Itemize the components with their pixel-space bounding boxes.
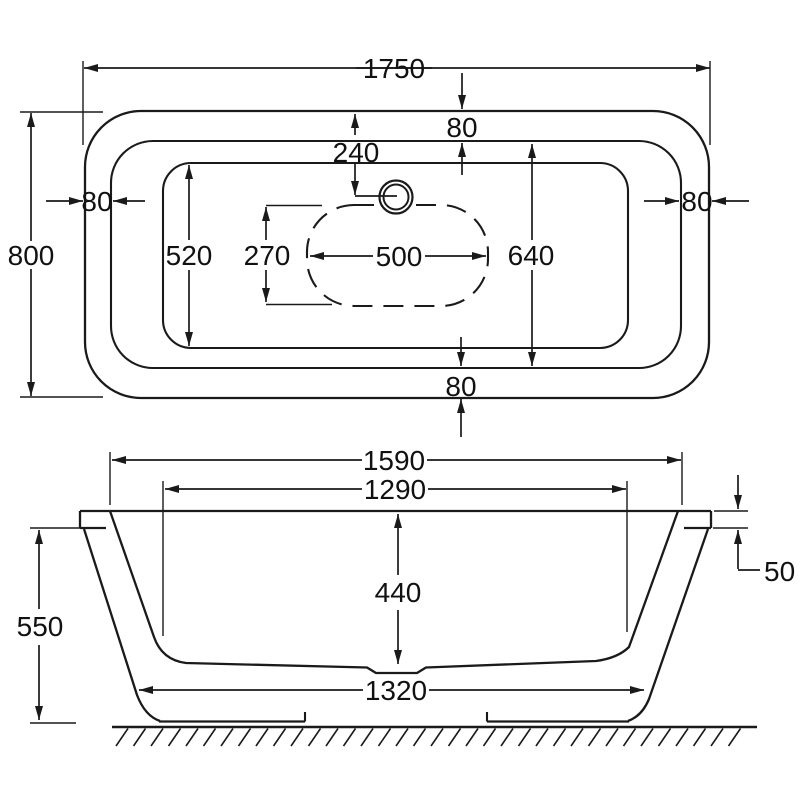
hatch-line (237, 728, 252, 747)
dim-rim-bottom: 80 (445, 337, 477, 437)
hatch-line (570, 728, 584, 747)
hatch-line (710, 728, 724, 747)
dim-label-520: 520 (166, 240, 213, 271)
dim-recess-width: 270 (244, 204, 332, 306)
dim-internal-depth: 440 (375, 514, 422, 664)
dim-rim-right: 80 (644, 186, 749, 217)
hatch-line (290, 728, 304, 747)
dim-rim-top: 80 (446, 73, 478, 175)
dim-rim-drop: 50 (713, 475, 795, 587)
hatch-line (640, 728, 654, 747)
dim-body-height: 550 (17, 527, 106, 724)
dim-label-1320: 1320 (365, 675, 427, 706)
dim-label-550: 550 (17, 611, 64, 642)
side-elevation-view: 1590 1290 440 550 (17, 445, 795, 747)
hatch-line (150, 728, 164, 747)
hatch-line (272, 728, 287, 747)
hatch-line (115, 728, 129, 747)
dim-label-1750: 1750 (363, 53, 425, 84)
dim-base-length: 1320 (139, 675, 644, 706)
hatch-line (727, 728, 742, 747)
hatch-line (220, 728, 234, 747)
hatch-line (675, 728, 689, 747)
dim-label-800: 800 (8, 240, 55, 271)
dim-label-50: 50 (764, 556, 795, 587)
skirt-left (82, 528, 161, 723)
dim-inner-rim-width: 640 (508, 144, 555, 366)
hatch-line (587, 728, 602, 747)
dim-label-270: 270 (244, 240, 291, 271)
dim-label-640: 640 (508, 240, 555, 271)
tub-outer-edge (83, 109, 711, 400)
dim-label-240: 240 (333, 137, 380, 168)
dim-label-1590: 1590 (363, 445, 425, 476)
hatch-line (465, 728, 479, 747)
dim-label-500: 500 (376, 241, 423, 272)
hatch-line (605, 728, 619, 747)
dim-label-80-bottom: 80 (445, 371, 476, 402)
hatch-line (307, 728, 322, 747)
basin-opening-edge (161, 161, 630, 350)
hatch-line (377, 728, 392, 747)
dim-label-440: 440 (375, 577, 422, 608)
plan-view: 1750 800 80 240 80 (8, 53, 749, 437)
dim-opening-length: 1290 (162, 474, 628, 636)
hatch-line (517, 728, 532, 747)
skirt-right (627, 528, 710, 723)
dim-label-80-left: 80 (81, 186, 112, 217)
hatch-line (342, 728, 357, 747)
ground-hatching (115, 728, 742, 747)
hatch-line (552, 728, 567, 747)
dim-waste-offset: 240 (333, 114, 397, 197)
dim-overall-length: 1750 (82, 53, 711, 145)
hatch-line (395, 728, 409, 747)
hatch-line (447, 728, 462, 747)
dim-rim-left: 80 (46, 186, 145, 217)
hatch-line (430, 728, 444, 747)
hatch-line (535, 728, 549, 747)
hatch-line (185, 728, 199, 747)
hatch-line (360, 728, 374, 747)
hatch-line (167, 728, 182, 747)
dim-label-1290: 1290 (364, 474, 426, 505)
hatch-line (500, 728, 514, 747)
hatch-line (622, 728, 637, 747)
basin-inner-profile (108, 510, 680, 675)
dim-label-80-right: 80 (681, 186, 712, 217)
hatch-line (412, 728, 427, 747)
tub-rim-inner-edge (109, 139, 683, 370)
dim-label-80-top: 80 (446, 112, 477, 143)
dim-overall-width: 800 (8, 111, 103, 398)
dim-inner-opening-width: 520 (166, 165, 213, 346)
waste-hole-inner (382, 183, 410, 211)
dim-rim-inner-length: 1590 (109, 445, 683, 505)
hatch-line (202, 728, 217, 747)
hatch-line (132, 728, 147, 747)
dim-recess-length: 500 (310, 241, 486, 272)
hatch-line (325, 728, 339, 747)
hatch-line (692, 728, 707, 747)
hatch-line (657, 728, 672, 747)
hatch-line (255, 728, 269, 747)
hatch-line (482, 728, 497, 747)
